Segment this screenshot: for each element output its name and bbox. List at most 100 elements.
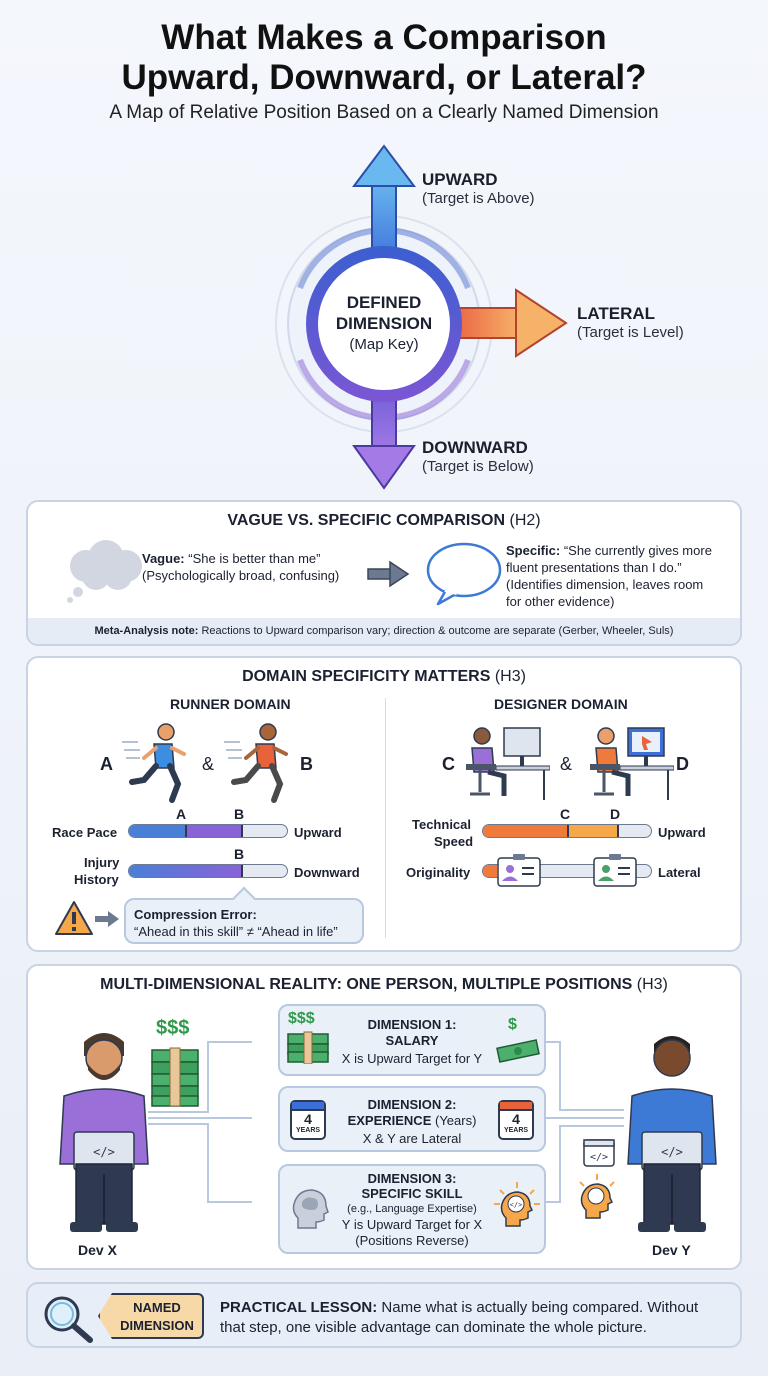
designer-c-icon: [466, 727, 550, 800]
injury-label-2: History: [74, 872, 119, 887]
years-label-right: YEARS: [503, 1127, 529, 1134]
designer-heading: DESIGNER DOMAIN: [494, 696, 628, 712]
dim2-unit: (Years): [435, 1113, 477, 1128]
thought-cloud-icon: [67, 540, 142, 603]
speech-bubble-icon: [426, 542, 502, 606]
domain-card-title-tag: (H3): [494, 668, 526, 685]
money-stack-icon: [151, 1047, 199, 1107]
center-line-3: (Map Key): [349, 336, 419, 353]
tech-label-1: Technical: [412, 817, 472, 832]
orig-label: Originality: [406, 865, 471, 880]
designer-amp: &: [560, 754, 573, 774]
race-pace-marker-b: B: [234, 806, 245, 822]
dim3-text-1: Y is Upward Target for X: [341, 1217, 483, 1232]
lesson-text-2: that step, one visible advantage can dom…: [220, 1319, 647, 1336]
race-pace-bar: [128, 824, 288, 838]
lateral-sublabel: (Target is Level): [577, 324, 684, 341]
cash-icon-right: [496, 1039, 540, 1063]
calendar-icon-right: 4 YEARS: [498, 1100, 534, 1140]
dimension-1-box: $$$ DIMENSION 1: SALARY X is Upward Targ…: [278, 1004, 546, 1076]
error-text: “Ahead in this skill” ≠ “Ahead in life”: [134, 924, 338, 939]
specific-quote-2: fluent presentations than I do.”: [506, 560, 682, 575]
brain-head-icon-dev-y: [579, 1174, 615, 1219]
brain-head-icon-orange: </>: [494, 1182, 540, 1227]
runner-amp: &: [202, 754, 215, 774]
dev-x-avatar: </>: [59, 1033, 149, 1232]
orig-result: Lateral: [658, 865, 701, 880]
title-line-1: What Makes a Comparison: [161, 18, 607, 57]
dev-x-label: Dev X: [78, 1242, 117, 1258]
multi-dimensional-card: MULTI-DIMENSIONAL REALITY: ONE PERSON, M…: [26, 964, 742, 1270]
cash-icon-left: [287, 1031, 329, 1064]
vague-card-title: VAGUE VS. SPECIFIC COMPARISON (H2): [28, 512, 740, 530]
magnifier-icon: [44, 1296, 93, 1343]
injury-history-bar: [128, 864, 288, 878]
error-title: Compression Error:: [134, 907, 257, 922]
code-glyph-window: </>: [590, 1152, 608, 1163]
code-window-icon: </>: [583, 1139, 615, 1167]
injury-label-1: Injury: [84, 855, 120, 870]
dim3-title-2: SPECIFIC SKILL: [361, 1186, 463, 1201]
multi-card-title-tag: (H3): [636, 976, 668, 993]
tech-result: Upward: [658, 825, 706, 840]
practical-lesson-card: NAMED DIMENSION PRACTICAL LESSON: Name w…: [26, 1282, 742, 1348]
code-glyph-x: </>: [93, 1145, 115, 1159]
dev-y-label: Dev Y: [652, 1242, 691, 1258]
multi-card-title-text: MULTI-DIMENSIONAL REALITY: ONE PERSON, M…: [100, 976, 633, 993]
downward-label: DOWNWARD: [422, 438, 528, 457]
meta-label: Meta-Analysis note:: [94, 625, 199, 637]
lateral-arrow: [439, 288, 568, 358]
specific-quote-1: “She currently gives more: [563, 543, 712, 558]
upward-sublabel: (Target is Above): [422, 190, 535, 207]
center-line-2: DIMENSION: [335, 314, 433, 333]
brain-head-icon-gray: [292, 1189, 329, 1229]
specific-note-2: for other evidence): [506, 594, 615, 609]
dev-y-avatar: </>: [627, 1036, 717, 1232]
small-arrow-icon: [95, 911, 119, 927]
dim1-title-1: DIMENSION 1:: [367, 1017, 457, 1032]
downward-sublabel: (Target is Below): [422, 458, 534, 475]
designer-person-c-label: C: [442, 754, 455, 774]
tech-marker-c: C: [560, 806, 571, 822]
designer-d-icon: [590, 727, 674, 800]
dim3-example: (e.g., Language Expertise): [347, 1203, 477, 1215]
title-line-2: Upward, Downward, or Lateral?: [121, 58, 647, 97]
calendar-icon-left: 4 YEARS: [290, 1100, 326, 1140]
compression-error-callout: Compression Error: “Ahead in this skill”…: [124, 886, 364, 944]
domain-divider: [385, 698, 386, 938]
code-glyph-brain: </>: [510, 1201, 523, 1209]
runner-a-icon: [122, 723, 186, 803]
runner-person-a-label: A: [100, 754, 113, 774]
lesson-text-1: Name what is actually being compared. Wi…: [377, 1299, 699, 1316]
tech-marker-d: D: [610, 806, 621, 822]
dim2-text: X & Y are Lateral: [362, 1131, 462, 1146]
right-arrow-icon: [367, 560, 410, 588]
tag-line-2: DIMENSION: [120, 1318, 194, 1333]
vague-vs-specific-card: VAGUE VS. SPECIFIC COMPARISON (H2) Vague…: [26, 500, 742, 646]
dim2-title-2: EXPERIENCE: [347, 1113, 432, 1128]
dimension-2-box: 4 YEARS DIMENSION 2: EXPERIENCE (Years) …: [278, 1086, 546, 1152]
multi-card-title: MULTI-DIMENSIONAL REALITY: ONE PERSON, M…: [28, 976, 740, 994]
dim2-title-1: DIMENSION 2:: [367, 1097, 457, 1112]
meta-analysis-strip: Meta-Analysis note: Reactions to Upward …: [28, 618, 740, 644]
domain-specificity-card: DOMAIN SPECIFICITY MATTERS (H3) RUNNER D…: [26, 656, 742, 952]
race-pace-label: Race Pace: [52, 825, 118, 840]
injury-result: Downward: [294, 865, 360, 880]
domain-card-title: DOMAIN SPECIFICITY MATTERS (H3): [28, 668, 740, 686]
direction-map: [275, 144, 568, 490]
dim1-text: X is Upward Target for Y: [341, 1051, 483, 1066]
designer-person-d-label: D: [676, 754, 689, 774]
years-num-right: 4: [512, 1111, 520, 1127]
subtitle: A Map of Relative Position Based on a Cl…: [109, 102, 659, 123]
dollars-small: $$$: [288, 1010, 315, 1027]
injury-marker-b: B: [234, 846, 245, 862]
dim3-title-1: DIMENSION 3:: [367, 1171, 457, 1186]
code-glyph-y: </>: [661, 1145, 683, 1159]
specific-note-1: (Identifies dimension, leaves room: [506, 577, 704, 592]
lesson-label: PRACTICAL LESSON:: [220, 1299, 378, 1316]
dim1-title-2: SALARY: [385, 1033, 439, 1048]
vague-label: Vague:: [142, 551, 185, 566]
race-pace-marker-a: A: [176, 806, 187, 822]
race-pace-result: Upward: [294, 825, 342, 840]
technical-speed-bar: [482, 824, 652, 838]
